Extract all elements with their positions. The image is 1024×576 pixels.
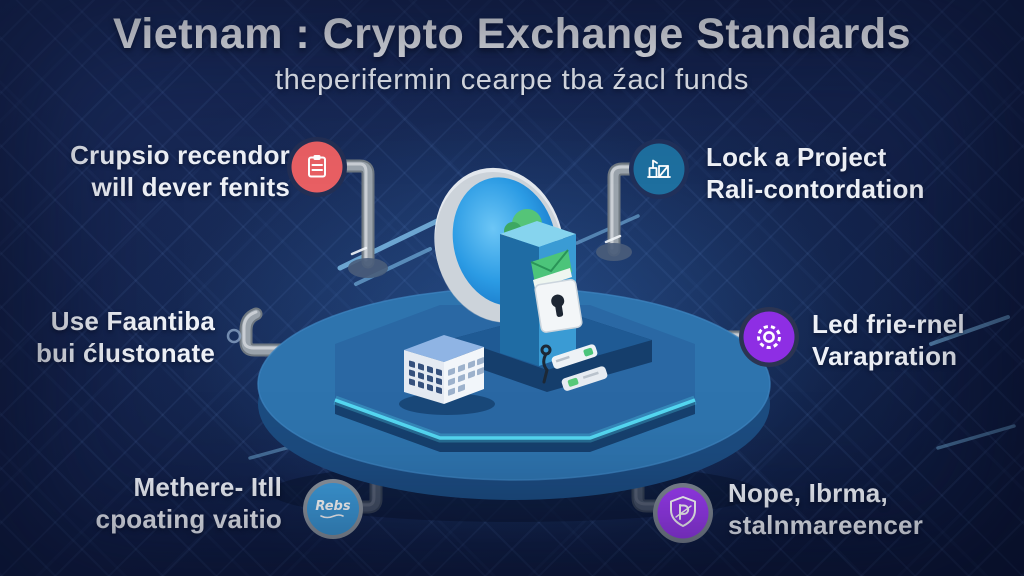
badge-icon: Rebs	[303, 479, 363, 539]
callout-middle-right: Led frie-rnel Varapration	[738, 306, 1024, 376]
callout-label-line2: Rali-contordation	[706, 173, 925, 204]
padlock	[534, 278, 583, 333]
callout-bottom-right-label: Nope, Ibrma, stalnmareencer	[728, 478, 923, 541]
callout-label-line1: Use Faantiba	[50, 306, 215, 336]
callout-label-line1: Led frie-rnel	[812, 309, 965, 339]
bank-icon	[629, 139, 689, 199]
callout-bottom-right: Nope, Ibrma, stalnmareencer	[650, 476, 990, 548]
gear-icon	[739, 307, 799, 367]
callout-middle-right-label: Led frie-rnel Varapration	[812, 309, 965, 372]
callout-label-line2: cpoating vaitio	[95, 503, 282, 534]
clipboard-icon	[287, 137, 347, 197]
callout-middle-left-label: Use Faantiba bui ćlustonate	[36, 306, 215, 369]
callout-bottom-left: Methere- Itll cpoating vaitio Rebs	[60, 470, 372, 542]
callout-label-line2: bui ćlustonate	[35, 337, 215, 368]
vault	[500, 221, 583, 366]
callout-label-line1: Crupsio recendor	[70, 140, 290, 170]
callout-label-line1: Lock a Project	[706, 142, 887, 172]
callout-bottom-left-label: Methere- Itll cpoating vaitio	[96, 472, 282, 535]
shield-icon	[653, 483, 713, 543]
callout-top-left: Crupsio recendor will dever fenits	[30, 137, 360, 210]
callout-label-line1: Methere- Itll	[133, 472, 282, 502]
callout-label-line2: will dever fenits	[91, 171, 290, 202]
badge-text: Rebs	[315, 499, 350, 514]
page-subtitle: theperifermin cearpe tba źacl funds	[275, 64, 749, 96]
usb-sticks	[540, 344, 608, 391]
page-title: Vietnam : Crypto Exchange Standards	[112, 10, 912, 58]
callout-top-right: Lock a Project Rali-contordation	[600, 139, 1010, 210]
callout-top-left-label: Crupsio recendor will dever fenits	[70, 140, 290, 203]
callout-label-line1: Nope, Ibrma,	[728, 478, 888, 508]
key-figure	[540, 344, 552, 384]
callout-middle-left: Use Faantiba bui ćlustonate	[0, 306, 220, 376]
calculator	[399, 335, 495, 415]
callout-top-right-label: Lock a Project Rali-contordation	[706, 142, 925, 205]
callout-label-line2: stalnmareencer	[728, 509, 924, 540]
callout-label-line2: Varapration	[812, 340, 958, 371]
